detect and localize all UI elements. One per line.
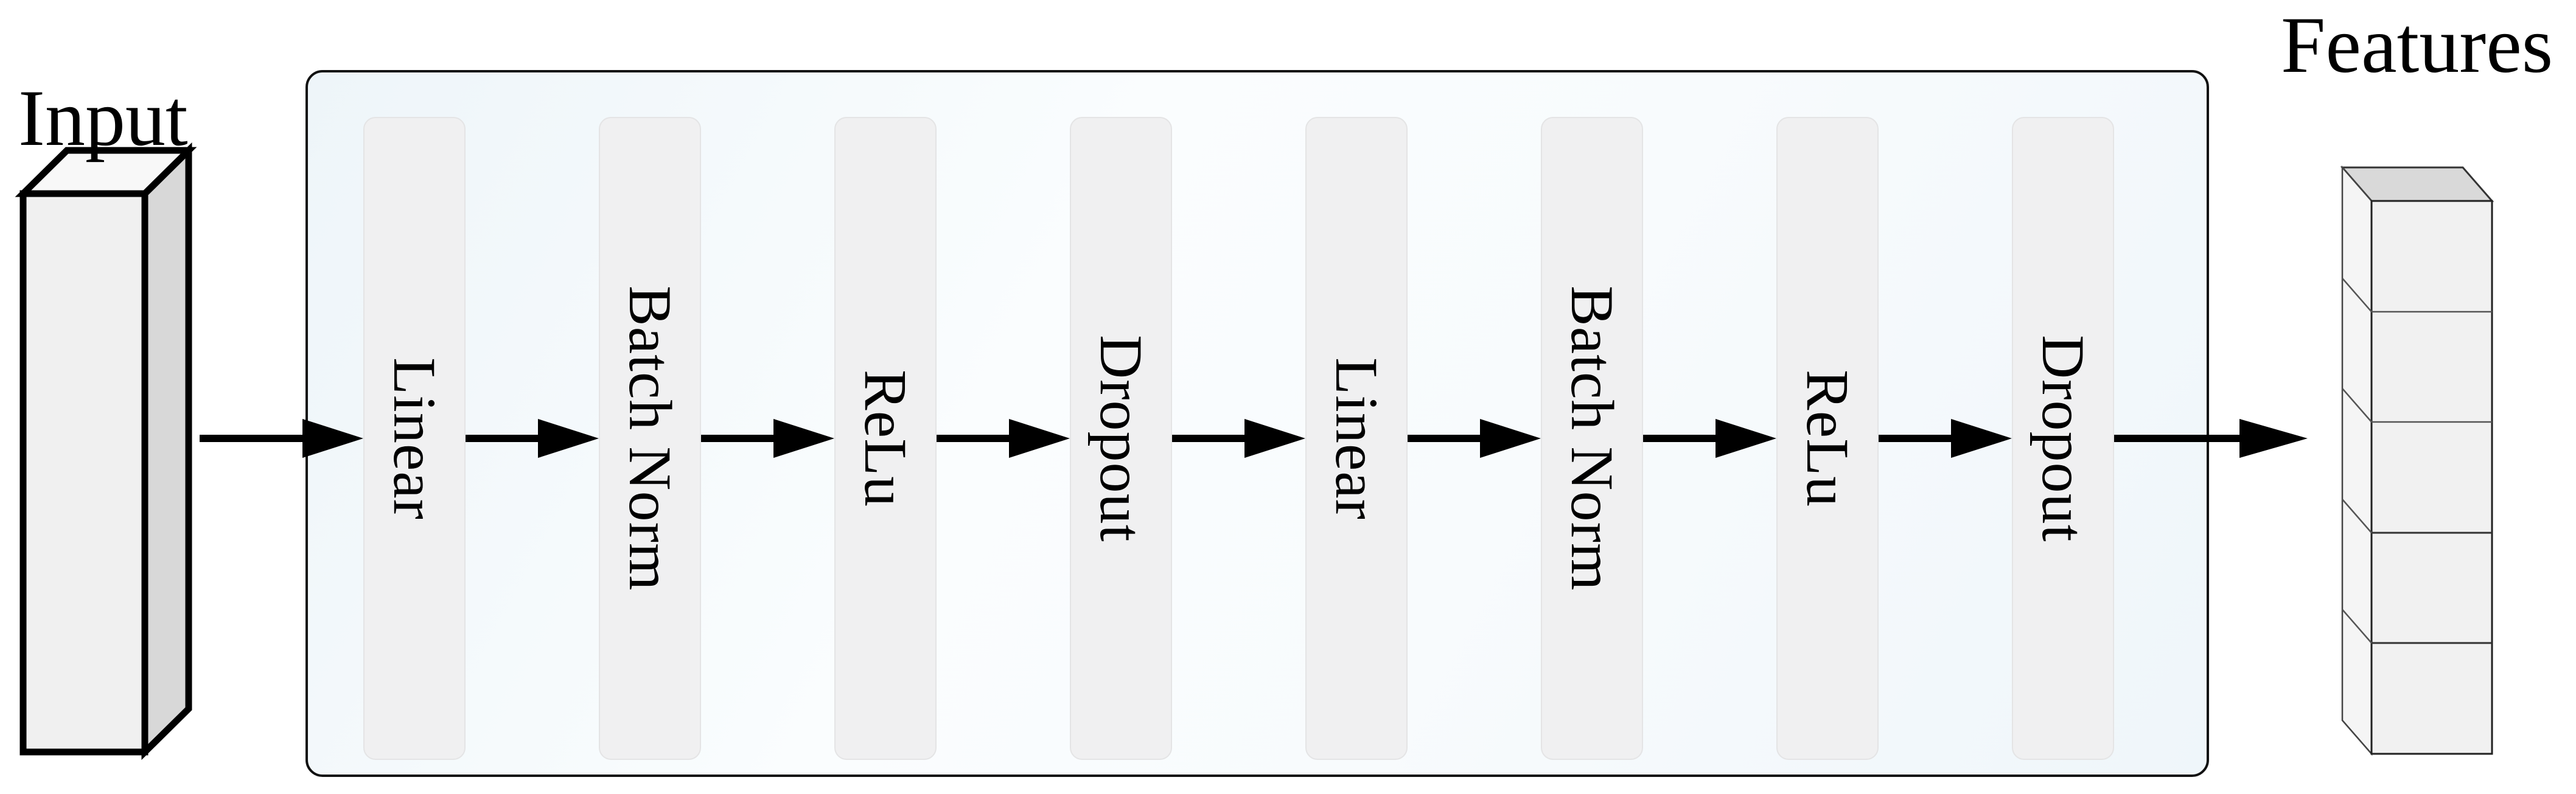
input-tensor-side-face	[141, 142, 192, 761]
features-stack-side-divider	[2342, 499, 2372, 533]
layer-label: Linear	[1323, 357, 1391, 520]
layer-label: Batch Norm	[616, 286, 684, 591]
layer-pill-linear-1: Linear	[363, 117, 466, 760]
features-tensor-stack	[2340, 165, 2494, 756]
layer-pill-relu-1: ReLu	[834, 117, 937, 760]
input-tensor-front-face	[19, 190, 148, 756]
features-stack-side-divider	[2342, 278, 2372, 312]
features-stack-side-divider	[2342, 609, 2372, 644]
features-title: Features	[2281, 0, 2553, 90]
features-stack-front-face	[2370, 200, 2493, 755]
layer-pill-batchnorm-1: Batch Norm	[599, 117, 701, 760]
mlp-block-container	[305, 70, 2209, 777]
layer-label: ReLu	[852, 369, 920, 508]
layer-label: Linear	[381, 357, 449, 520]
features-stack-top-face	[2340, 166, 2494, 202]
layer-pill-batchnorm-2: Batch Norm	[1541, 117, 1643, 760]
layer-label: Batch Norm	[1559, 286, 1626, 591]
layer-pill-dropout-1: Dropout	[1070, 117, 1172, 760]
features-stack-side-divider	[2342, 388, 2372, 423]
layer-pill-dropout-2: Dropout	[2012, 117, 2114, 760]
layer-pill-relu-2: ReLu	[1776, 117, 1879, 760]
input-title: Input	[18, 73, 188, 163]
layer-label: Dropout	[2030, 334, 2097, 543]
layer-label: Dropout	[1087, 334, 1155, 543]
layer-label: ReLu	[1794, 369, 1862, 508]
input-tensor-3d	[15, 142, 197, 761]
features-stack-side-face	[2341, 165, 2373, 756]
layer-pill-linear-2: Linear	[1305, 117, 1408, 760]
